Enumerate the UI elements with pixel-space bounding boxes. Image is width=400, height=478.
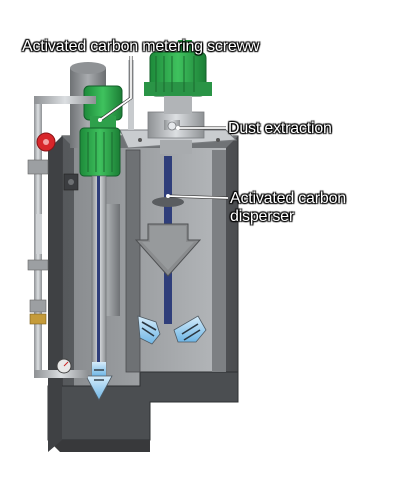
pressure-gauge xyxy=(56,358,72,374)
flow-arrow-right xyxy=(173,315,207,343)
dust-extraction-port xyxy=(164,120,180,131)
disperser-flange xyxy=(119,111,238,154)
red-valve xyxy=(36,132,56,152)
callout-dot-screw xyxy=(98,118,102,122)
outlet-flow-arrow xyxy=(85,362,113,401)
water-pipe xyxy=(27,96,96,378)
callout-dot-dust xyxy=(176,126,180,130)
label-carbon-disperser-line1: Activated carbon xyxy=(230,190,346,207)
callout-dot-disperser xyxy=(166,194,170,198)
disperser-motor xyxy=(144,40,212,114)
label-carbon-disperser-line2: disperser xyxy=(230,208,295,225)
disperser-funnel-arrow xyxy=(134,223,202,277)
brass-fitting xyxy=(29,313,47,325)
flow-arrow-left xyxy=(137,315,161,345)
label-metering-screw: Activated carbon metering screww xyxy=(22,38,260,55)
label-dust-extraction: Dust extraction xyxy=(228,120,332,137)
callout-lines xyxy=(99,56,229,200)
label-carbon-disperser: Activated carbon disperser xyxy=(230,190,346,226)
control-box xyxy=(63,173,79,191)
